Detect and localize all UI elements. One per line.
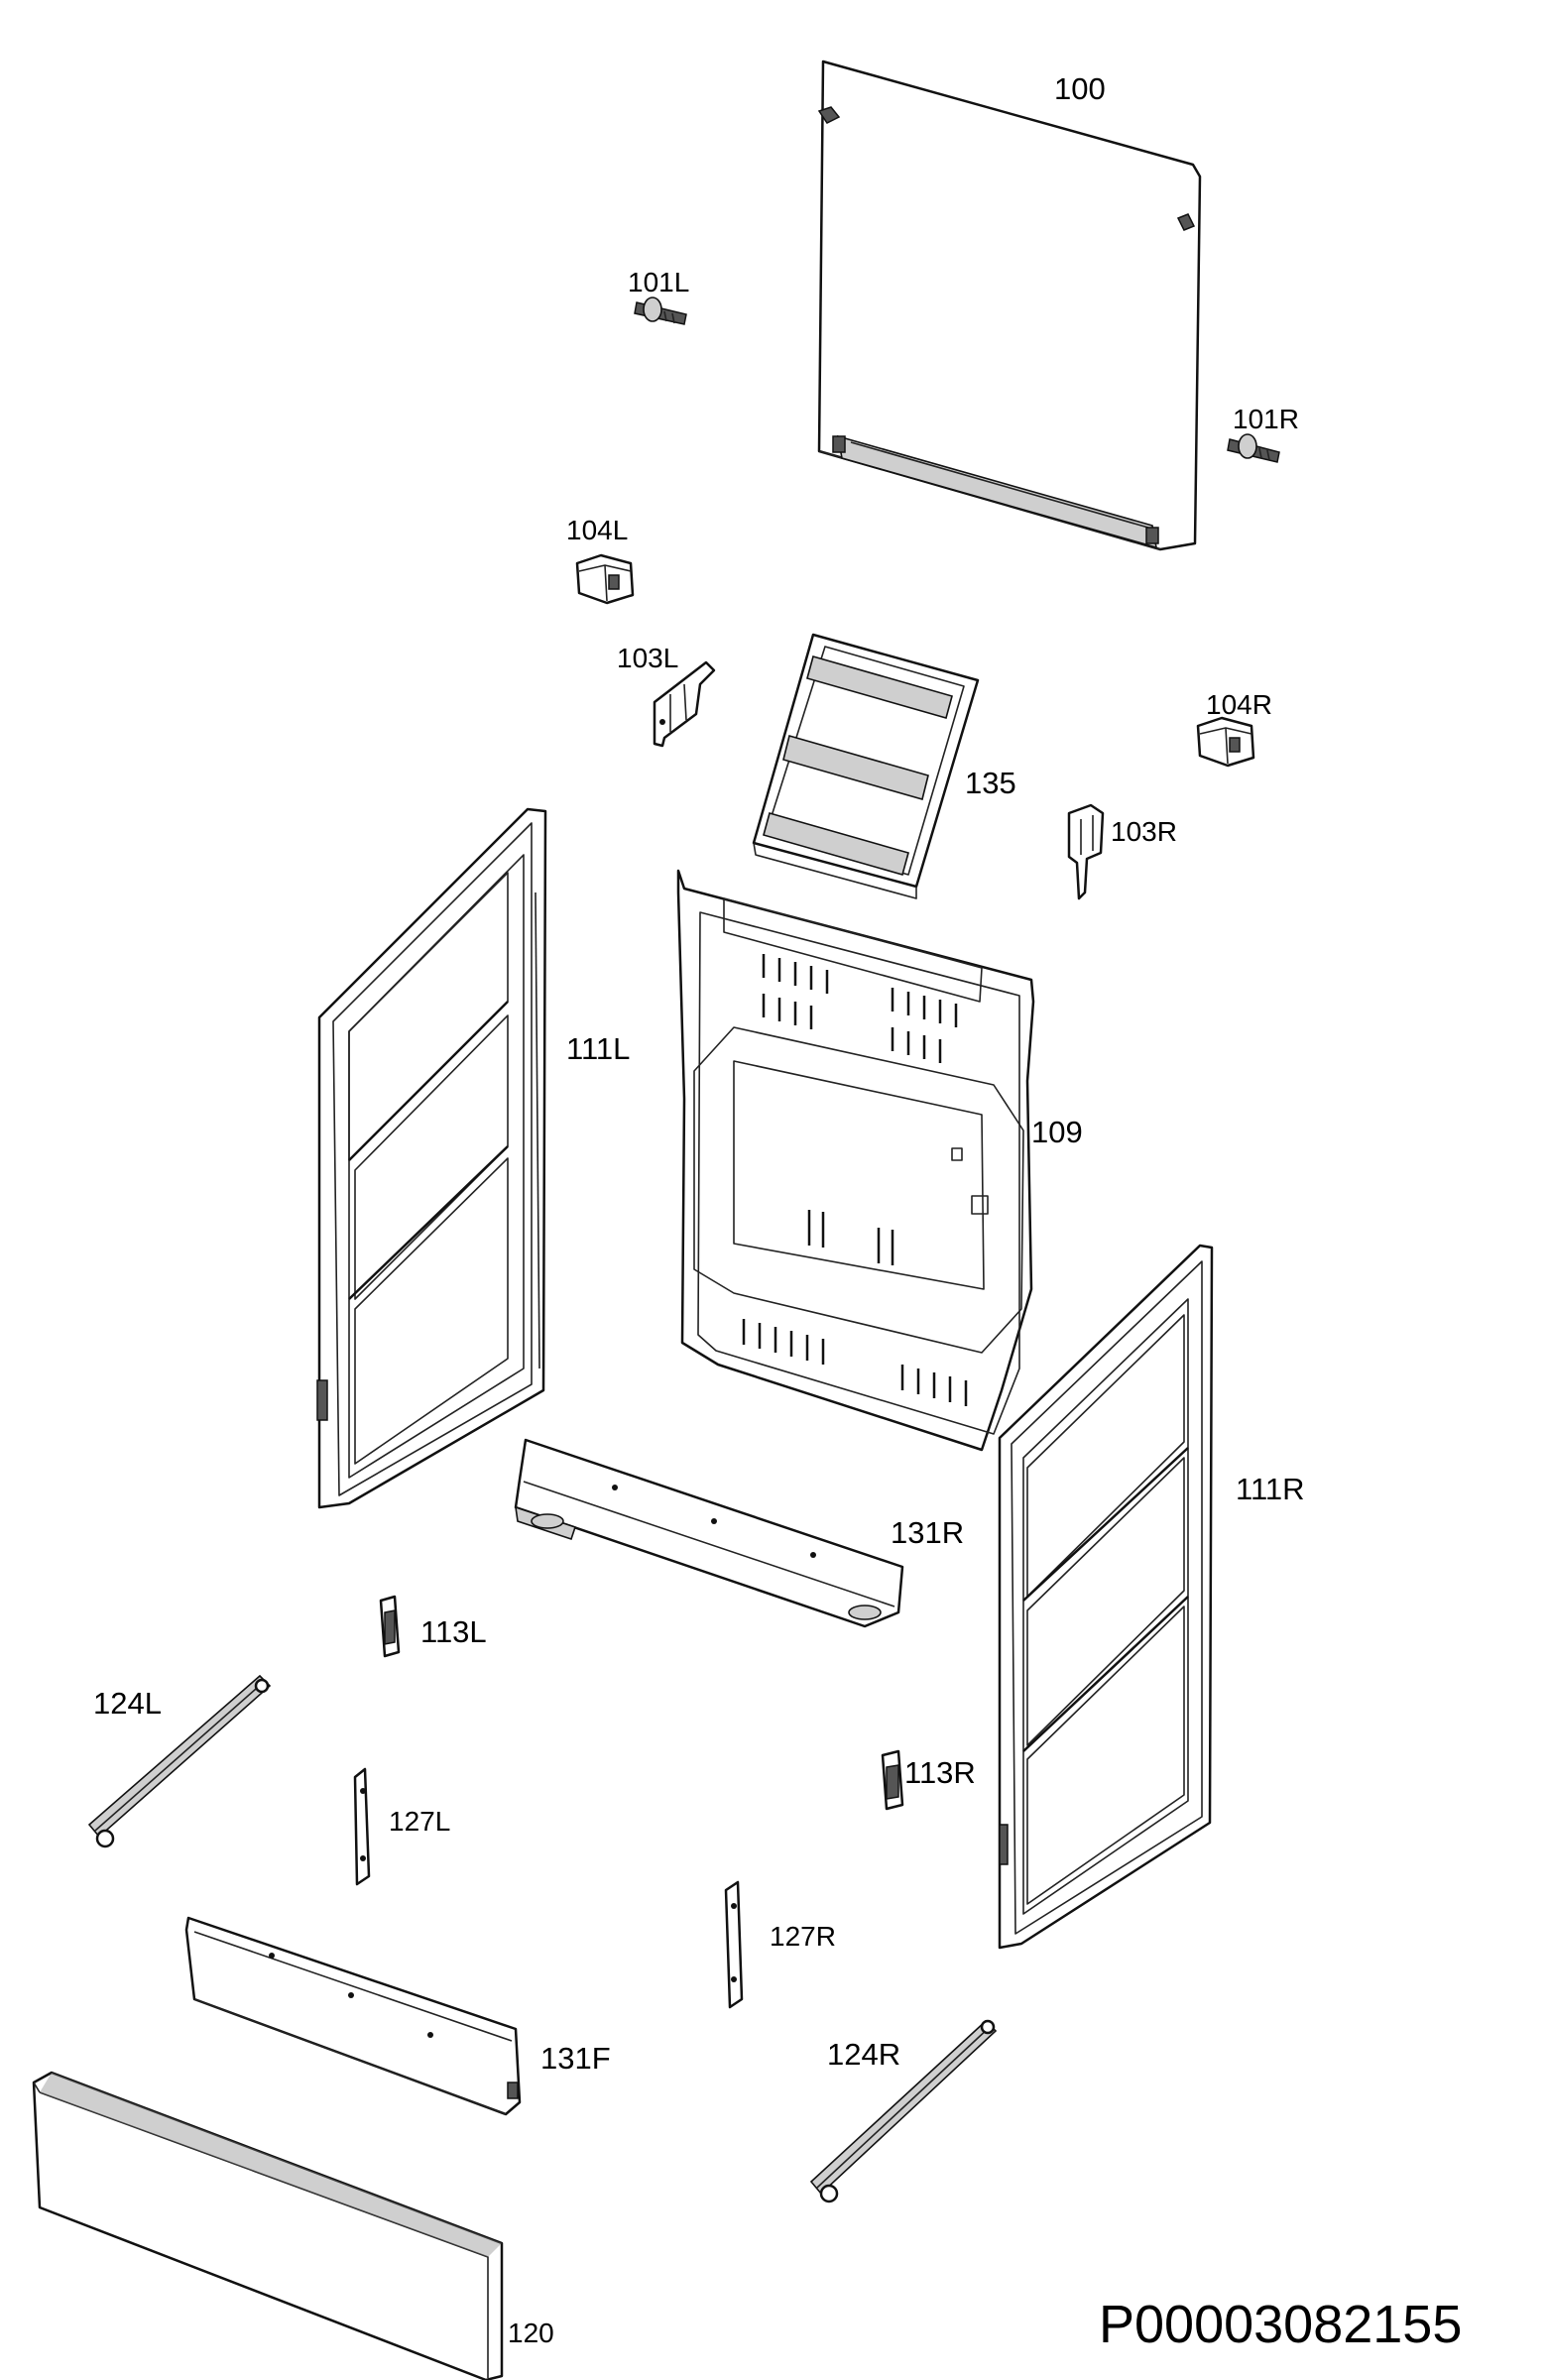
label-131F: 131F bbox=[540, 2041, 611, 2076]
part-124L-runner bbox=[87, 1674, 272, 1848]
part-111R-right-side-frame bbox=[998, 1244, 1214, 1950]
part-109-rear-panel bbox=[676, 869, 1035, 1452]
label-131R: 131R bbox=[891, 1515, 964, 1550]
part-103R-bracket bbox=[1067, 803, 1105, 900]
part-100-top-panel bbox=[817, 60, 1202, 551]
label-109: 109 bbox=[1031, 1115, 1083, 1149]
label-120: 120 bbox=[508, 2318, 554, 2348]
label-113R: 113R bbox=[904, 1755, 976, 1790]
part-131F-front-rail bbox=[184, 1916, 522, 2116]
label-103L: 103L bbox=[617, 643, 678, 673]
rear-panel-slots-bottom bbox=[742, 1319, 968, 1406]
label-104R: 104R bbox=[1206, 689, 1272, 720]
label-101R: 101R bbox=[1233, 404, 1299, 434]
part-113L-clip bbox=[379, 1595, 401, 1658]
label-111L: 111L bbox=[566, 1031, 630, 1066]
part-113R-clip bbox=[881, 1749, 904, 1811]
label-135: 135 bbox=[965, 766, 1016, 800]
part-101L-hinge-pin bbox=[634, 297, 687, 325]
part-120-front-plinth bbox=[32, 2071, 504, 2380]
drawing-code: P00003082155 bbox=[1099, 2295, 1462, 2354]
label-101L: 101L bbox=[628, 267, 689, 298]
label-103R: 103R bbox=[1111, 816, 1177, 847]
label-127L: 127L bbox=[389, 1806, 450, 1837]
label-124R: 124R bbox=[827, 2037, 900, 2072]
label-111R: 111R bbox=[1236, 1472, 1305, 1506]
part-127L-bracket bbox=[353, 1767, 371, 1886]
label-124L: 124L bbox=[93, 1686, 162, 1721]
part-104R-block bbox=[1196, 716, 1255, 768]
part-101R-hinge-pin bbox=[1227, 433, 1280, 463]
rear-panel-slots-top bbox=[762, 954, 958, 1063]
label-127R: 127R bbox=[770, 1921, 836, 1952]
label-113L: 113L bbox=[420, 1614, 487, 1649]
part-124R-runner bbox=[809, 2019, 998, 2203]
part-103L-bracket bbox=[653, 660, 716, 748]
label-100: 100 bbox=[1054, 71, 1106, 106]
part-131R-rear-rail bbox=[514, 1438, 904, 1628]
part-127R-bracket bbox=[724, 1880, 744, 2009]
label-104L: 104L bbox=[566, 515, 628, 545]
part-104L-block bbox=[575, 553, 635, 605]
part-111L-left-side-frame bbox=[316, 807, 547, 1509]
part-135-duct-panel bbox=[752, 633, 980, 899]
